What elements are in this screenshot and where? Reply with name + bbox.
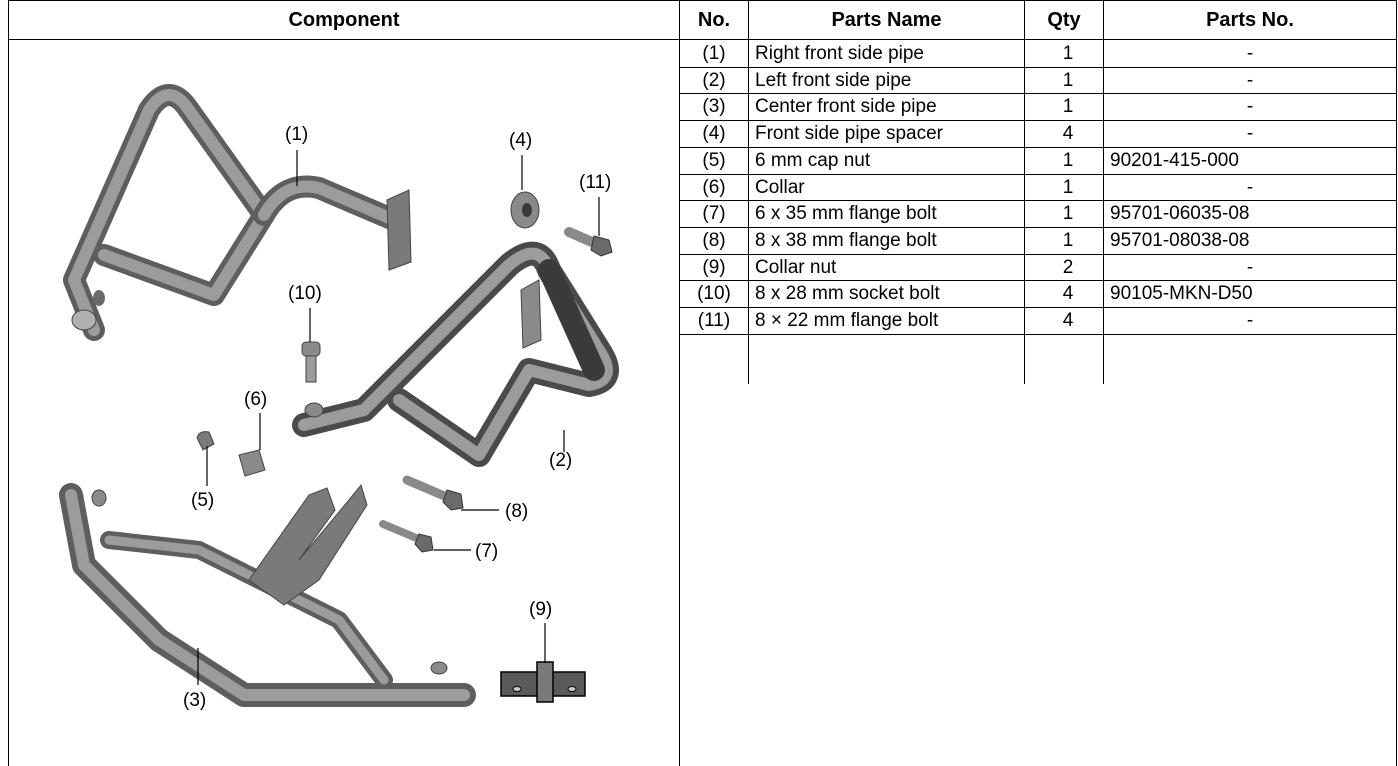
column-divider [1103, 0, 1104, 384]
part-name: Front side pipe spacer [755, 123, 943, 145]
part-no: 90105-MKN-D50 [1110, 283, 1253, 305]
label-11: (11) [579, 172, 611, 193]
part-qty: 1 [1062, 96, 1074, 118]
part-name: 6 mm cap nut [755, 149, 871, 171]
part-name: Collar [755, 176, 805, 198]
flange-bolt-11-illustration [564, 227, 613, 257]
part-no: - [1246, 256, 1254, 278]
part-name: 8 x 38 mm flange bolt [755, 229, 937, 251]
label-5: (5) [191, 490, 214, 511]
part-name: Collar nut [755, 256, 837, 278]
row-divider [679, 200, 1397, 202]
part-name: 8 x 28 mm socket bolt [755, 283, 940, 305]
column-divider [1024, 0, 1025, 384]
part-no: - [1246, 43, 1254, 64]
part-qty: 4 [1062, 310, 1074, 331]
part-no: - [1246, 69, 1254, 91]
label-4: (4) [509, 130, 532, 151]
component-diagram: (1) (4) (11) (10) (6) (2) (5) (8) (7) (9… [59, 84, 619, 711]
part-name: Right front side pipe [755, 43, 924, 64]
flange-bolt-8-illustration [402, 475, 464, 511]
part-qty: 2 [1062, 256, 1074, 278]
collar-nut-illustration [500, 661, 586, 703]
part-name: 8 × 22 mm flange bolt [755, 310, 939, 331]
column-divider [679, 0, 680, 766]
label-1: (1) [285, 124, 308, 145]
part-number-index: (9) [702, 256, 726, 278]
part-number-index: (7) [702, 203, 726, 225]
part-no: - [1246, 310, 1254, 331]
part-number-index: (10) [697, 283, 731, 305]
row-divider [679, 66, 1397, 68]
part-qty: 1 [1062, 229, 1074, 251]
part-no: - [1246, 176, 1254, 198]
row-divider [679, 146, 1397, 148]
flange-bolt-7-illustration [379, 520, 434, 553]
header-qty: Qty [1024, 0, 1104, 40]
label-3: (3) [183, 690, 206, 711]
part-qty: 1 [1062, 203, 1074, 225]
row-divider [679, 226, 1397, 228]
row-divider [679, 120, 1397, 122]
parts-table-frame [8, 0, 1397, 766]
part-number-index: (3) [702, 96, 726, 118]
label-2: (2) [549, 450, 572, 471]
part-qty: 4 [1062, 283, 1074, 305]
header-no: No. [679, 0, 749, 40]
label-10: (10) [288, 283, 322, 304]
part-no: 95701-06035-08 [1110, 203, 1250, 225]
column-divider [748, 0, 749, 384]
label-6: (6) [244, 389, 267, 410]
label-8: (8) [505, 501, 528, 522]
row-divider [679, 333, 1397, 335]
part-qty: 1 [1062, 176, 1074, 198]
collar-illustration [238, 449, 266, 477]
header-parts-no: Parts No. [1103, 0, 1397, 40]
part-qty: 1 [1062, 69, 1074, 91]
part-number-index: (8) [702, 229, 726, 251]
part-no: 95701-08038-08 [1110, 229, 1250, 251]
label-7: (7) [475, 541, 498, 562]
part-number-index: (6) [702, 176, 726, 198]
part-no: - [1246, 123, 1254, 145]
part-name: 6 x 35 mm flange bolt [755, 203, 937, 225]
center-front-side-pipe-illustration [59, 483, 476, 707]
header-component: Component [8, 0, 680, 40]
right-front-side-pipe-illustration [63, 84, 412, 341]
row-divider [679, 280, 1397, 282]
row-divider [679, 253, 1397, 255]
row-divider [679, 173, 1397, 175]
part-qty: 1 [1062, 149, 1074, 171]
row-divider [679, 307, 1397, 308]
left-front-side-pipe-illustration [292, 241, 619, 467]
part-no: 90201-415-000 [1110, 149, 1239, 171]
label-9: (9) [529, 599, 552, 620]
leader-lines [197, 150, 600, 685]
part-number-index: (5) [702, 149, 726, 171]
header-parts-name: Parts Name [748, 0, 1025, 40]
socket-bolt-illustration [301, 341, 321, 383]
spacer-illustration [510, 191, 540, 229]
part-number-index: (2) [702, 69, 726, 91]
part-number-index: (4) [702, 123, 726, 145]
cap-nut-illustration [196, 431, 215, 451]
part-name: Center front side pipe [755, 96, 937, 118]
part-number-index: (11) [697, 310, 731, 331]
part-number-index: (1) [702, 43, 726, 64]
part-qty: 4 [1062, 123, 1074, 145]
row-divider [679, 93, 1397, 95]
part-no: - [1246, 96, 1254, 118]
part-name: Left front side pipe [755, 69, 912, 91]
part-qty: 1 [1062, 43, 1074, 64]
